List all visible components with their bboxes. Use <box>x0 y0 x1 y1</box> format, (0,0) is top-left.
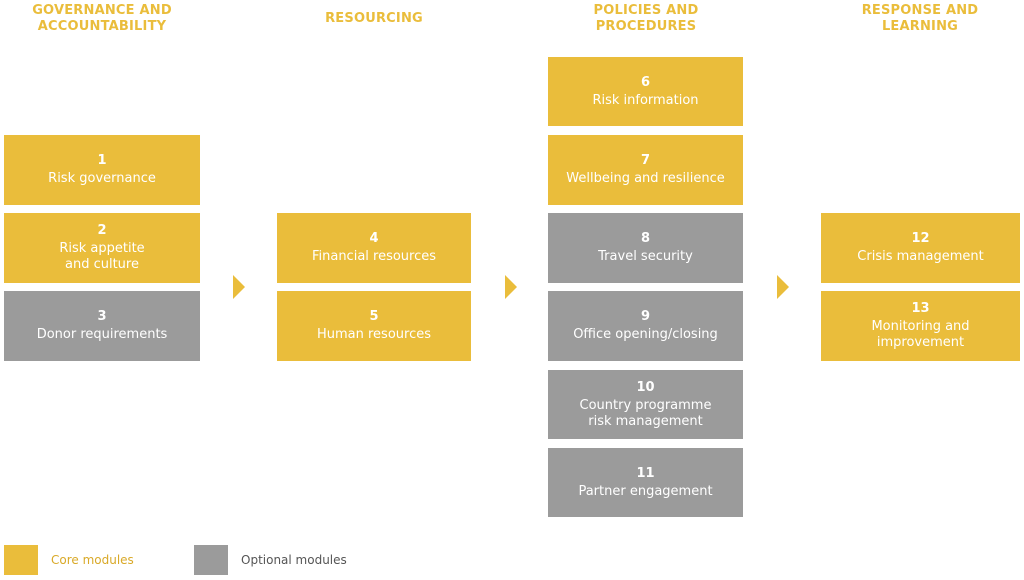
module-12-crisis-management: 12 Crisis management <box>821 213 1020 283</box>
flow-arrow-3 <box>777 275 789 299</box>
module-label: Risk information <box>592 92 699 108</box>
module-3-donor-requirements: 3 Donor requirements <box>4 291 200 361</box>
module-label: Partner engagement <box>578 483 713 499</box>
module-4-financial-resources: 4 Financial resources <box>277 213 471 283</box>
module-13-monitoring-improvement: 13 Monitoring and improvement <box>821 291 1020 361</box>
module-number: 2 <box>97 223 107 238</box>
module-label: Human resources <box>316 327 432 342</box>
module-9-office-opening-closing: 9 Office opening/closing <box>548 291 743 361</box>
module-label: Donor requirements <box>36 327 168 342</box>
module-label: Financial resources <box>311 249 437 264</box>
module-label: Crisis management <box>857 249 984 264</box>
flow-arrow-2 <box>505 275 517 299</box>
module-number: 11 <box>636 465 655 481</box>
column-header-governance: GOVERNANCE AND ACCOUNTABILITY <box>32 3 172 34</box>
module-number: 8 <box>640 231 651 246</box>
module-number: 1 <box>97 153 107 168</box>
module-10-country-programme: 10 Country programme risk management <box>548 370 743 439</box>
column-header-resourcing: RESOURCING <box>325 11 423 26</box>
column-header-response: RESPONSE AND LEARNING <box>861 3 979 34</box>
module-6-risk-information: 6 Risk information <box>548 57 743 126</box>
flow-arrow-1 <box>233 275 245 299</box>
module-number: 12 <box>911 231 930 246</box>
module-1-risk-governance: 1 Risk governance <box>4 135 200 205</box>
module-label: Monitoring and improvement <box>871 319 970 350</box>
module-11-partner-engagement: 11 Partner engagement <box>548 448 743 517</box>
module-label: Risk governance <box>48 171 156 186</box>
module-7-wellbeing-resilience: 7 Wellbeing and resilience <box>548 135 743 205</box>
legend-label-optional: Optional modules <box>241 553 347 567</box>
module-label: Risk appetite and culture <box>59 241 145 272</box>
legend-swatch-optional <box>194 545 228 575</box>
column-header-policies: POLICIES AND PROCEDURES <box>593 3 699 34</box>
module-label: Office opening/closing <box>573 327 718 342</box>
module-number: 4 <box>369 231 379 246</box>
module-8-travel-security: 8 Travel security <box>548 213 743 283</box>
legend-label-core: Core modules <box>51 553 134 567</box>
module-label: Travel security <box>598 249 693 264</box>
module-number: 13 <box>911 301 930 316</box>
module-number: 3 <box>97 309 107 324</box>
module-label: Wellbeing and resilience <box>566 171 725 186</box>
legend-swatch-core <box>4 545 38 575</box>
module-label: Country programme risk management <box>579 397 712 429</box>
module-number: 10 <box>636 379 655 395</box>
module-number: 5 <box>369 309 379 324</box>
module-2-risk-appetite: 2 Risk appetite and culture <box>4 213 200 283</box>
module-5-human-resources: 5 Human resources <box>277 291 471 361</box>
module-number: 7 <box>640 153 651 168</box>
module-number: 6 <box>640 74 651 90</box>
module-number: 9 <box>640 309 651 324</box>
